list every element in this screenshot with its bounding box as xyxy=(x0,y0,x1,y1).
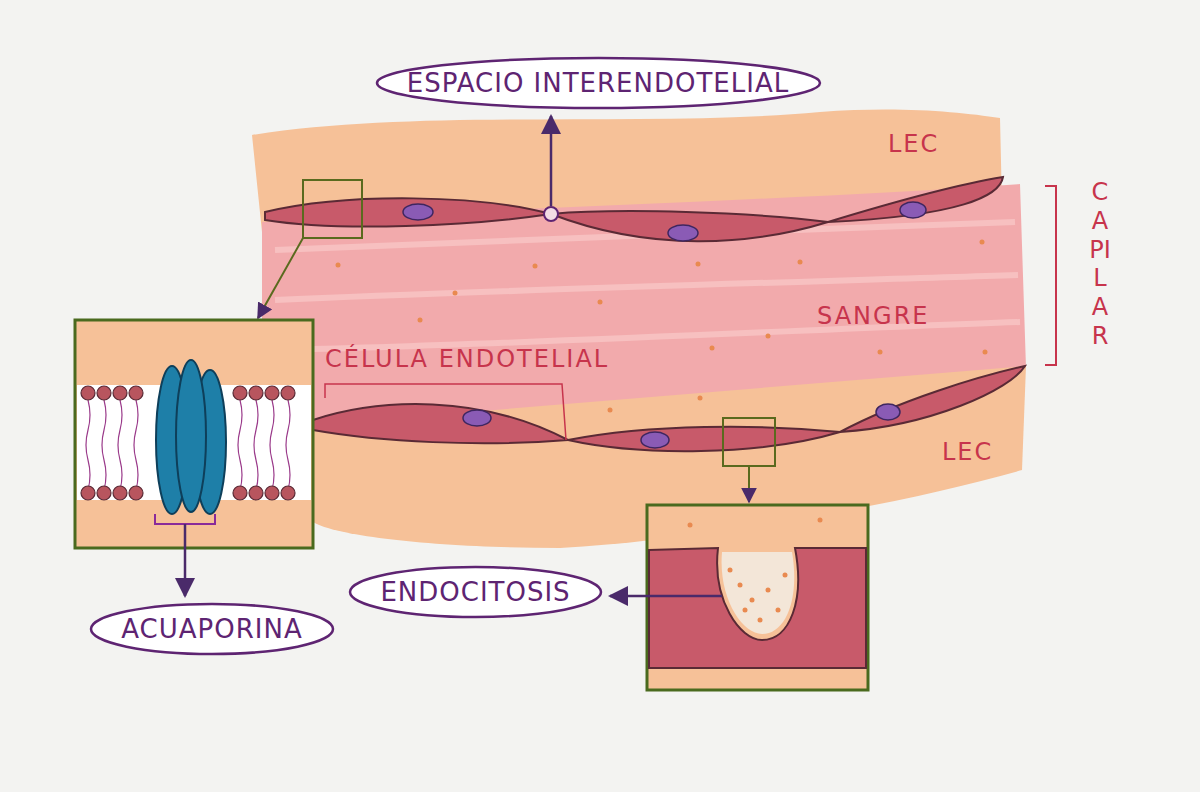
region-label: LEC xyxy=(942,438,993,466)
leader-arrow xyxy=(610,595,722,598)
zoom-square xyxy=(723,418,775,466)
vertical-label: CAPILAR xyxy=(1088,178,1112,351)
endocytosis-inset xyxy=(647,505,868,690)
zoom-leader xyxy=(258,238,303,318)
label-oval: ENDOCITOSIS xyxy=(348,565,603,619)
region-label: CÉLULA ENDOTELIAL xyxy=(325,345,609,373)
label-oval: ACUAPORINA xyxy=(89,602,335,656)
zoom-leader xyxy=(748,466,750,502)
leader-arrow xyxy=(184,524,187,596)
leader-arrow xyxy=(550,116,553,206)
label-oval: ESPACIO INTERENDOTELIAL xyxy=(375,56,822,110)
capillary-bracket xyxy=(1045,186,1056,365)
blood-streaks xyxy=(275,222,1020,350)
endothelial-cells xyxy=(265,177,1003,241)
aquaporin-inset xyxy=(75,320,313,548)
oval-label: ACUAPORINA xyxy=(121,614,302,644)
gap-marker xyxy=(544,207,558,221)
region-label: SANGRE xyxy=(817,302,930,330)
endothelial-cells xyxy=(313,366,1025,451)
solute-dots xyxy=(336,240,988,413)
region-label: LEC xyxy=(888,130,939,158)
oval-shape xyxy=(91,604,333,654)
oval-label: ENDOCITOSIS xyxy=(380,577,570,607)
zoom-square xyxy=(303,180,362,238)
oval-label: ESPACIO INTERENDOTELIAL xyxy=(407,68,789,98)
oval-shape xyxy=(377,58,820,108)
cell-bracket xyxy=(325,384,566,440)
oval-shape xyxy=(350,567,601,617)
